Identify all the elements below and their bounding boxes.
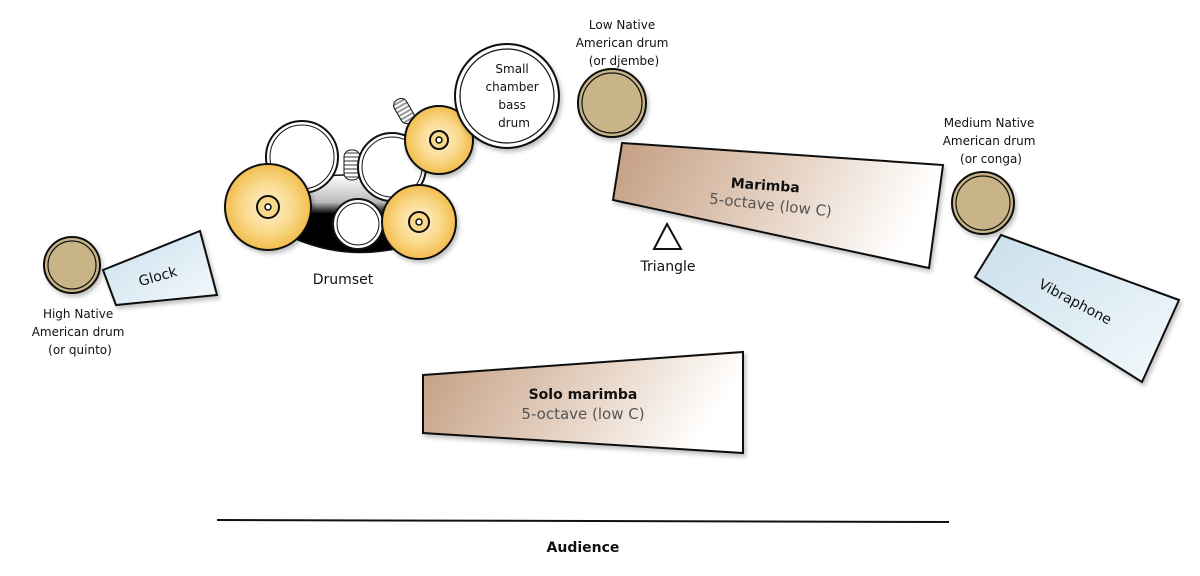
bass-drum-icon: [454, 43, 560, 149]
triangle-icon: [652, 221, 683, 250]
cymbal-icon: [381, 184, 457, 260]
cymbal-icon: [224, 163, 312, 251]
bass-drum-label: Small chamber bass drum: [485, 62, 542, 130]
solo-marimba-sublabel: 5-octave (low C): [521, 405, 644, 423]
hand-drum-icon: [951, 171, 1015, 235]
solo-marimba-shape: [422, 350, 744, 455]
hand-drum-icon: [43, 236, 101, 294]
medium-native-american-drum: Medium Native American drum (or conga): [943, 116, 1040, 235]
medium-drum-label: Medium Native American drum (or conga): [943, 116, 1040, 166]
glock-shape: [101, 229, 219, 307]
snare-drum-icon: [332, 198, 384, 250]
cymbal-icon: [404, 105, 474, 175]
solo-marimba-label: Solo marimba: [529, 387, 638, 403]
triangle: Triangle: [640, 221, 696, 275]
stage-edge-line: [216, 519, 950, 523]
solo-marimba: Solo marimba 5-octave (low C): [422, 350, 744, 455]
low-native-american-drum: Low Native American drum (or djembe): [576, 18, 673, 138]
marimba-label: Marimba: [730, 176, 800, 197]
audience-label: Audience: [547, 540, 620, 556]
drumset: Drumset: [224, 97, 474, 288]
high-native-american-drum: High Native American drum (or quinto): [32, 236, 129, 357]
hand-drum-icon: [577, 68, 647, 138]
low-drum-label: Low Native American drum (or djembe): [576, 18, 673, 68]
vibraphone-shape: [973, 233, 1181, 384]
glockenspiel: Glock: [101, 229, 219, 307]
marimba: Marimba 5-octave (low C): [611, 141, 945, 270]
vibraphone: Vibraphone: [973, 233, 1181, 384]
marimba-shape: [611, 141, 945, 270]
small-chamber-bass-drum: Small chamber bass drum: [454, 43, 560, 149]
triangle-label: Triangle: [640, 259, 696, 275]
drumset-label: Drumset: [313, 272, 374, 288]
high-drum-label: High Native American drum (or quinto): [32, 307, 129, 357]
